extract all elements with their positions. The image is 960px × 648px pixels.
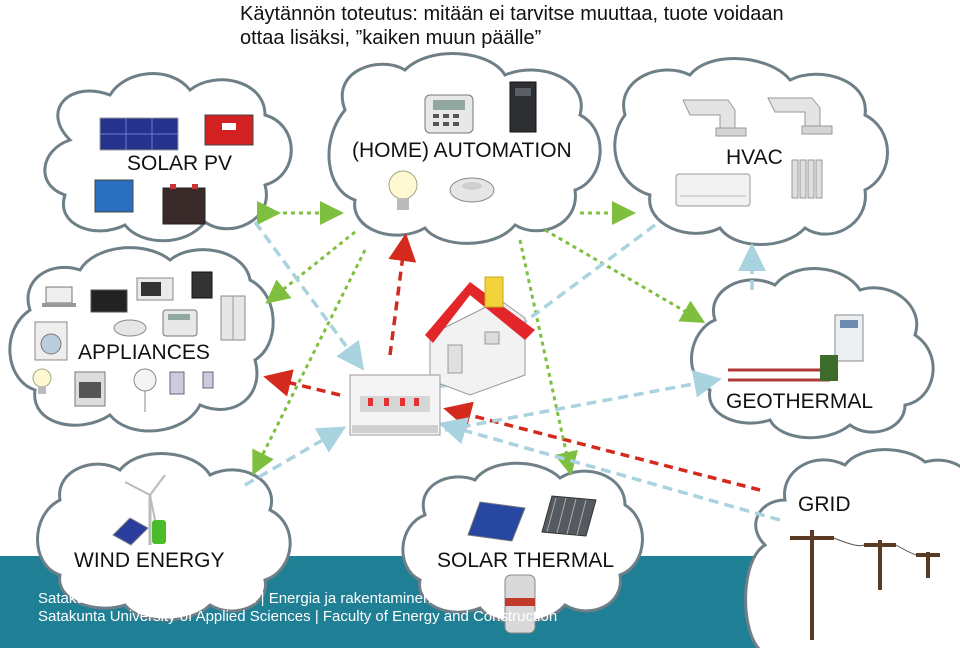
footer-line-1: Satakunnan ammattikorkeakoulu | Energia … (38, 590, 432, 607)
keypad-icon (162, 309, 198, 337)
vacuum-tube-collector-icon (541, 495, 597, 537)
wind-turbine-icon (124, 474, 166, 545)
arrow-blue-panel-geothermal (444, 370, 722, 432)
power-pole-icon (790, 530, 940, 640)
battery-icon (152, 520, 166, 544)
footer-line-2: Satakunta University of Applied Sciences… (38, 608, 558, 625)
charge-controller-icon (94, 179, 134, 213)
washing-machine-icon (34, 321, 68, 361)
label-home-automation: (HOME) AUTOMATION (352, 139, 572, 162)
ground-loop-icon (728, 355, 838, 382)
arrow-blue-wind-panel (244, 426, 347, 487)
arrow-green-automation-wind (252, 249, 367, 476)
label-hvac: HVAC (726, 146, 783, 169)
battery-bank-icon (162, 184, 206, 225)
arrow-red-automation (388, 233, 417, 356)
label-solar-thermal: SOLAR THERMAL (437, 549, 614, 572)
power-line (833, 537, 917, 556)
arrow-green-automation-thermal (518, 239, 578, 476)
arrow-red-grid (443, 401, 761, 492)
tablet-icon (169, 371, 185, 395)
smoke-detector-icon (113, 319, 147, 337)
arrow-blue-hvac-panel (434, 223, 657, 390)
radiator-icon (791, 159, 823, 199)
cloud-geothermal (690, 267, 935, 440)
arrow-green-automation-geothermal (544, 228, 706, 324)
smoke-detector-icon (449, 177, 495, 203)
arrow-green-automation-appliances (265, 230, 356, 304)
arrow-blue-grid-panel (438, 417, 781, 522)
refrigerator-icon (220, 295, 246, 341)
server-cabinet-icon (509, 81, 537, 133)
inverter-icon (204, 114, 254, 146)
slide-title: Käytännön toteutus: mitään ei tarvitse m… (240, 2, 920, 50)
label-solar-pv: SOLAR PV (127, 152, 233, 175)
label-geothermal: GEOTHERMAL (726, 390, 874, 413)
solar-panel-icon (112, 517, 149, 546)
cloud-grid (744, 448, 960, 648)
label-appliances: APPLIANCES (78, 341, 210, 364)
title-line-1: Käytännön toteutus: mitään ei tarvitse m… (240, 3, 784, 25)
tv-icon (90, 289, 128, 313)
fan-icon (133, 368, 157, 412)
distribution-panel-icon (349, 374, 441, 436)
arrow-blue-pv-panel (253, 220, 365, 371)
microwave-icon (136, 277, 174, 301)
alarm-keypad-icon (424, 94, 474, 134)
light-bulb-icon (388, 170, 418, 210)
solar-panel-icon (99, 117, 179, 151)
arrow-red-appliances (263, 369, 341, 397)
title-line-2: ottaa lisäksi, ”kaiken muun päälle” (240, 27, 542, 49)
stove-icon (74, 371, 106, 407)
laptop-icon (42, 286, 76, 307)
air-duct-icon (767, 97, 833, 135)
label-grid: GRID (798, 493, 851, 516)
label-wind-energy: WIND ENERGY (74, 549, 225, 572)
air-duct-icon (682, 99, 747, 137)
water-tank-icon (504, 574, 536, 634)
coffee-maker-icon (191, 271, 213, 299)
heat-pump-icon (834, 314, 864, 362)
house-icon (425, 276, 535, 396)
light-bulb-icon (32, 368, 52, 394)
air-conditioner-icon (675, 173, 751, 207)
solar-collector-icon (467, 501, 526, 542)
phone-icon (202, 371, 214, 389)
